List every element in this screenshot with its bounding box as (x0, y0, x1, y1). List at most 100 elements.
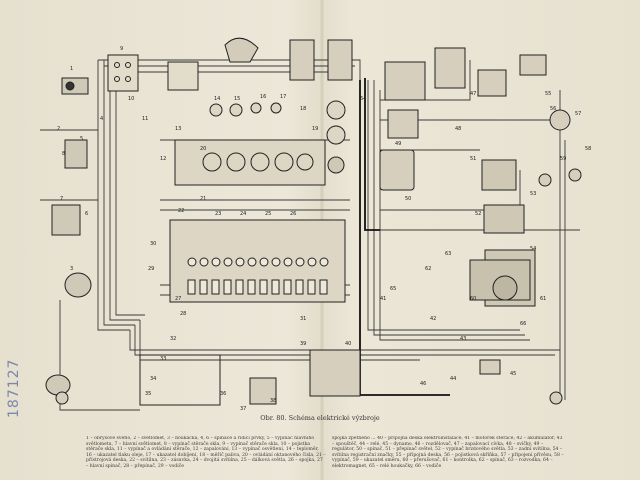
component-number: 31 (300, 316, 306, 322)
fuse (199, 257, 209, 267)
component-number: 14 (214, 96, 220, 102)
component-number: 60 (470, 296, 476, 302)
component-number: 13 (175, 126, 181, 132)
fuse (319, 257, 329, 267)
component-number: 34 (150, 376, 156, 382)
fuse-holder (223, 279, 232, 295)
regulator (379, 149, 415, 191)
lamp-left-bottom (45, 272, 92, 396)
distributor-block (384, 47, 507, 139)
wiper-motor (224, 37, 259, 63)
component-number: 7 (60, 196, 63, 202)
fuse-holder (259, 279, 268, 295)
component-number: 17 (280, 94, 286, 100)
component-number: 42 (430, 316, 436, 322)
component-number: 66 (520, 321, 526, 327)
component-number: 47 (470, 91, 476, 97)
component-number: 25 (265, 211, 271, 217)
component-number: 21 (200, 196, 206, 202)
component-number: 1 (70, 66, 73, 72)
component-number: 11 (142, 116, 148, 122)
component-number: 27 (175, 296, 181, 302)
right-lamps (519, 54, 582, 187)
legend-left: 1 – obrysové světlo, 2 – světlomet, 3 – … (86, 436, 326, 469)
component-number: 30 (150, 241, 156, 247)
component-number: 33 (160, 356, 166, 362)
component-number: 12 (160, 156, 166, 162)
component-number: 22 (178, 208, 184, 214)
component-number: 59 (560, 156, 566, 162)
component-number: 36 (220, 391, 226, 397)
headlight-left (51, 139, 88, 236)
relay-block (107, 54, 139, 92)
fuse-holder (319, 279, 328, 295)
fuse-holder (199, 279, 208, 295)
component-number: 20 (200, 146, 206, 152)
component-number: 62 (425, 266, 431, 272)
component-number: 39 (300, 341, 306, 347)
fuse-holder (271, 279, 280, 295)
component-number: 16 (260, 94, 266, 100)
tail-light (55, 359, 563, 405)
fuse-holder (211, 279, 220, 295)
fuse-holder (295, 279, 304, 295)
component-number: 64 (360, 96, 366, 102)
component-number: 6 (85, 211, 88, 217)
component-number: 44 (450, 376, 456, 382)
socket-top (167, 61, 199, 91)
component-number: 58 (585, 146, 591, 152)
component-number: 24 (240, 211, 246, 217)
component-number: 38 (270, 398, 276, 404)
component-number: 57 (575, 111, 581, 117)
component-number: 29 (148, 266, 154, 272)
component-number: 45 (510, 371, 516, 377)
component-number: 51 (470, 156, 476, 162)
fuse (187, 257, 197, 267)
horn-component (61, 77, 89, 95)
component-number: 8 (62, 151, 65, 157)
component-number: 19 (312, 126, 318, 132)
component-number: 9 (120, 46, 123, 52)
component-number: 32 (170, 336, 176, 342)
component-number: 18 (300, 106, 306, 112)
legend-right: spojka zpětného ... 40 – přípojná deska … (332, 436, 564, 469)
figure-caption: Obr. 80. Schéma elektrické výzbroje (260, 414, 380, 422)
fuse-holder (187, 279, 196, 295)
component-number: 4 (100, 116, 103, 122)
fuse (283, 257, 293, 267)
component-number: 15 (234, 96, 240, 102)
component-number: 35 (145, 391, 151, 397)
starter-motor (469, 259, 531, 301)
component-number: 43 (460, 336, 466, 342)
fuse-holder (235, 279, 244, 295)
fuse (211, 257, 221, 267)
fuse-holder (307, 279, 316, 295)
fuse-holder (283, 279, 292, 295)
component-number: 63 (445, 251, 451, 257)
component-number: 41 (380, 296, 386, 302)
component-number: 50 (405, 196, 411, 202)
component-number: 54 (530, 246, 536, 252)
component-number: 48 (455, 126, 461, 132)
battery-block (249, 349, 361, 405)
fuse (259, 257, 269, 267)
fuse (271, 257, 281, 267)
component-number: 26 (290, 211, 296, 217)
library-stamp: 187127 (6, 358, 22, 418)
component-number: 53 (530, 191, 536, 197)
component-number: 37 (240, 406, 246, 412)
component-number: 28 (180, 311, 186, 317)
component-number: 23 (215, 211, 221, 217)
component-number: 3 (70, 266, 73, 272)
component-number: 40 (345, 341, 351, 347)
bottom-switch-block (139, 354, 221, 406)
component-number: 52 (475, 211, 481, 217)
fuse (223, 257, 233, 267)
component-number: 46 (420, 381, 426, 387)
component-number: 56 (550, 106, 556, 112)
fuse-holder (247, 279, 256, 295)
component-number: 65 (390, 286, 396, 292)
